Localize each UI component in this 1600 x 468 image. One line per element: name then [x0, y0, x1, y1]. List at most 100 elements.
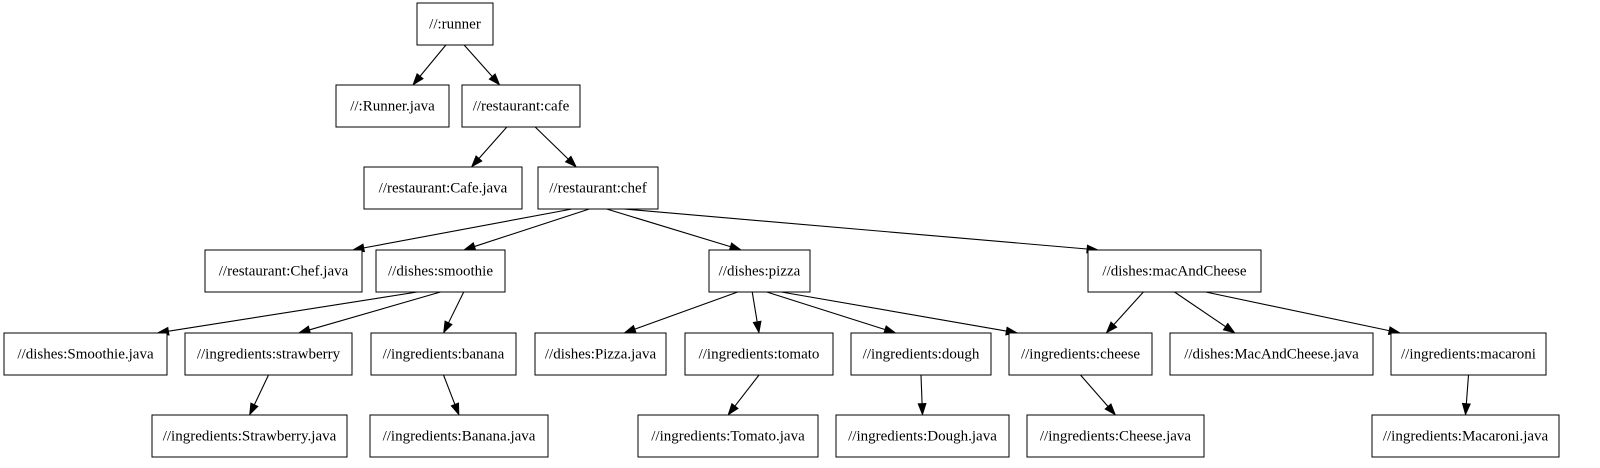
- graph-node-ing_tomato[interactable]: //ingredients:tomato: [684, 332, 834, 376]
- graph-edge: [309, 291, 441, 331]
- node-box[interactable]: [375, 249, 506, 293]
- node-box[interactable]: [151, 414, 348, 458]
- graph-node-banana_java[interactable]: //ingredients:Banana.java: [369, 414, 549, 458]
- node-box[interactable]: [1371, 414, 1560, 458]
- graph-edge-arrowhead: [1105, 321, 1118, 334]
- graph-node-tomato_java[interactable]: //ingredients:Tomato.java: [637, 414, 819, 458]
- graph-edge-arrowhead: [1104, 403, 1117, 416]
- graph-node-ing_strawberry[interactable]: //ingredients:strawberry: [184, 332, 353, 376]
- graph-edge-arrowhead: [1461, 402, 1471, 416]
- node-box[interactable]: [835, 414, 1010, 458]
- graph-node-cheese_java[interactable]: //ingredients:Cheese.java: [1026, 414, 1205, 458]
- graph-edge-arrowhead: [917, 403, 927, 416]
- graph-node-macaroni_java[interactable]: //ingredients:Macaroni.java: [1371, 414, 1560, 458]
- node-label: //:runner: [429, 16, 481, 32]
- node-box[interactable]: [850, 332, 992, 376]
- node-label: //ingredients:Dough.java: [848, 428, 997, 444]
- graph-edge: [623, 208, 1087, 250]
- graph-edge: [463, 44, 493, 77]
- graph-node-restaurant_chef[interactable]: //restaurant:chef: [537, 166, 659, 210]
- graph-node-dishes_macandchz[interactable]: //dishes:macAndCheese: [1087, 249, 1262, 293]
- graph-node-chef_java[interactable]: //restaurant:Chef.java: [204, 249, 363, 293]
- graph-edge: [168, 291, 418, 332]
- graph-edge-arrowhead: [462, 242, 477, 251]
- graph-edge: [734, 374, 760, 407]
- node-box[interactable]: [534, 332, 667, 376]
- node-label: //ingredients:tomato: [699, 346, 820, 362]
- graph-node-dough_java[interactable]: //ingredients:Dough.java: [835, 414, 1010, 458]
- node-label: //dishes:pizza: [719, 263, 801, 279]
- node-box[interactable]: [1169, 332, 1374, 376]
- graph-edge: [920, 374, 923, 404]
- node-box[interactable]: [370, 332, 517, 376]
- nodes-layer: //:runner //:Runner.java//restaurant:cafe…: [3, 2, 1560, 458]
- node-box[interactable]: [369, 414, 549, 458]
- node-box[interactable]: [1390, 332, 1547, 376]
- node-box[interactable]: [184, 332, 353, 376]
- node-label: //restaurant:chef: [549, 180, 646, 196]
- graph-edge-arrowhead: [564, 155, 578, 168]
- node-label: //dishes:smoothie: [388, 263, 493, 279]
- graph-edge: [766, 291, 886, 331]
- graph-edge: [634, 291, 738, 330]
- graph-edge-arrowhead: [728, 242, 743, 251]
- graph-edge-arrowhead: [1222, 322, 1236, 334]
- graph-node-strawberry_java[interactable]: //ingredients:Strawberry.java: [151, 414, 348, 458]
- graph-edge: [253, 374, 269, 405]
- graph-edge: [442, 374, 456, 405]
- node-label: //dishes:Pizza.java: [545, 346, 657, 362]
- graph-edge: [1080, 374, 1109, 407]
- graph-edge: [1113, 291, 1144, 325]
- node-box[interactable]: [708, 249, 811, 293]
- graph-node-ing_dough[interactable]: //ingredients:dough: [850, 332, 992, 376]
- node-label: //ingredients:macaroni: [1401, 346, 1536, 362]
- graph-node-ing_banana[interactable]: //ingredients:banana: [370, 332, 517, 376]
- graph-edge-arrowhead: [623, 324, 637, 334]
- node-box[interactable]: [1008, 332, 1153, 376]
- node-label: //dishes:Smoothie.java: [17, 346, 154, 362]
- graph-node-ing_macaroni[interactable]: //ingredients:macaroni: [1390, 332, 1547, 376]
- node-box[interactable]: [416, 2, 494, 46]
- graph-node-runner_java[interactable]: //:Runner.java: [335, 84, 450, 128]
- node-box[interactable]: [3, 332, 168, 376]
- graph-node-smoothie_java[interactable]: //dishes:Smoothie.java: [3, 332, 168, 376]
- graph-edge-arrowhead: [752, 320, 762, 334]
- graph-node-macandchz_java[interactable]: //dishes:MacAndCheese.java: [1169, 332, 1374, 376]
- graph-node-ing_cheese[interactable]: //ingredients:cheese: [1008, 332, 1153, 376]
- graph-node-restaurant_cafe[interactable]: //restaurant:cafe: [461, 84, 581, 128]
- graph-node-dishes_pizza[interactable]: //dishes:pizza: [708, 249, 811, 293]
- node-box[interactable]: [363, 166, 523, 210]
- node-label: //ingredients:Tomato.java: [651, 428, 805, 444]
- node-box[interactable]: [637, 414, 819, 458]
- node-box[interactable]: [1026, 414, 1205, 458]
- graph-edge-arrowhead: [488, 73, 501, 86]
- graph-edge: [419, 44, 447, 77]
- graph-edge-arrowhead: [412, 73, 424, 86]
- graph-node-runner[interactable]: //:runner: [416, 2, 494, 46]
- node-box[interactable]: [461, 84, 581, 128]
- graph-edge: [606, 208, 731, 248]
- graph-edge-arrowhead: [470, 155, 483, 168]
- graph-node-pizza_java[interactable]: //dishes:Pizza.java: [534, 332, 667, 376]
- node-box[interactable]: [204, 249, 363, 293]
- graph-edge: [448, 291, 465, 323]
- graph-edge: [478, 126, 508, 159]
- graph-edge: [781, 291, 1007, 332]
- graph-edge: [1205, 291, 1390, 332]
- node-label: //restaurant:Cafe.java: [379, 180, 508, 196]
- graph-edge-arrowhead: [249, 402, 259, 416]
- node-box[interactable]: [335, 84, 450, 128]
- graph-node-dishes_smoothie[interactable]: //dishes:smoothie: [375, 249, 506, 293]
- node-label: //ingredients:cheese: [1021, 346, 1140, 362]
- graph-edge: [534, 126, 569, 160]
- node-label: //ingredients:dough: [863, 346, 980, 362]
- graph-edge: [474, 208, 590, 247]
- graph-node-cafe_java[interactable]: //restaurant:Cafe.java: [363, 166, 523, 210]
- node-box[interactable]: [684, 332, 834, 376]
- node-label: //ingredients:Macaroni.java: [1383, 428, 1549, 444]
- node-box[interactable]: [1087, 249, 1262, 293]
- node-box[interactable]: [537, 166, 659, 210]
- node-label: //restaurant:Chef.java: [219, 263, 349, 279]
